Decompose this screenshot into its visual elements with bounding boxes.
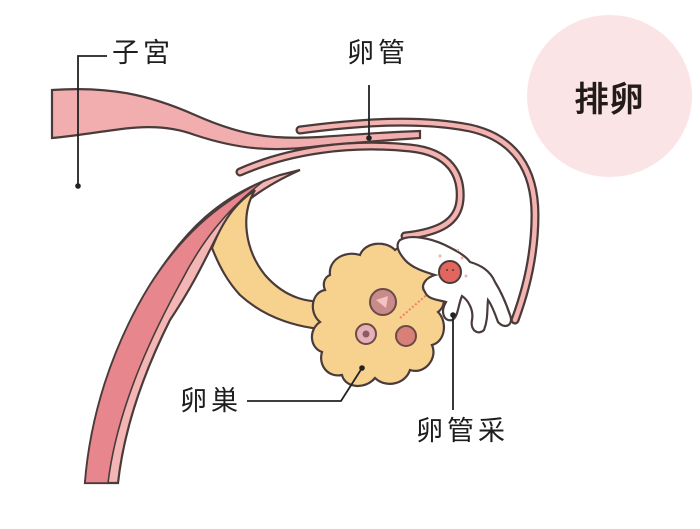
label-ovary: 卵巣 xyxy=(180,386,242,417)
fimbriae xyxy=(396,236,513,334)
ovary xyxy=(310,242,446,387)
title-badge-text: 排卵 xyxy=(574,79,645,120)
ovarian-ligament xyxy=(210,189,342,332)
uterus-lower-band xyxy=(83,168,301,485)
ovum xyxy=(438,248,468,284)
title-badge: 排卵 xyxy=(527,15,692,177)
label-fimbriae: 卵管采 xyxy=(416,416,509,447)
ovary-leader xyxy=(247,367,363,402)
uterus-upper-band xyxy=(50,87,422,151)
label-fallopian-tube: 卵管 xyxy=(347,38,409,69)
follicle-medium xyxy=(395,325,417,347)
uterus-leader xyxy=(77,55,107,186)
fallopian-tube xyxy=(235,117,540,325)
leader-lines xyxy=(75,55,456,410)
label-uterus: 子宮 xyxy=(112,38,174,69)
